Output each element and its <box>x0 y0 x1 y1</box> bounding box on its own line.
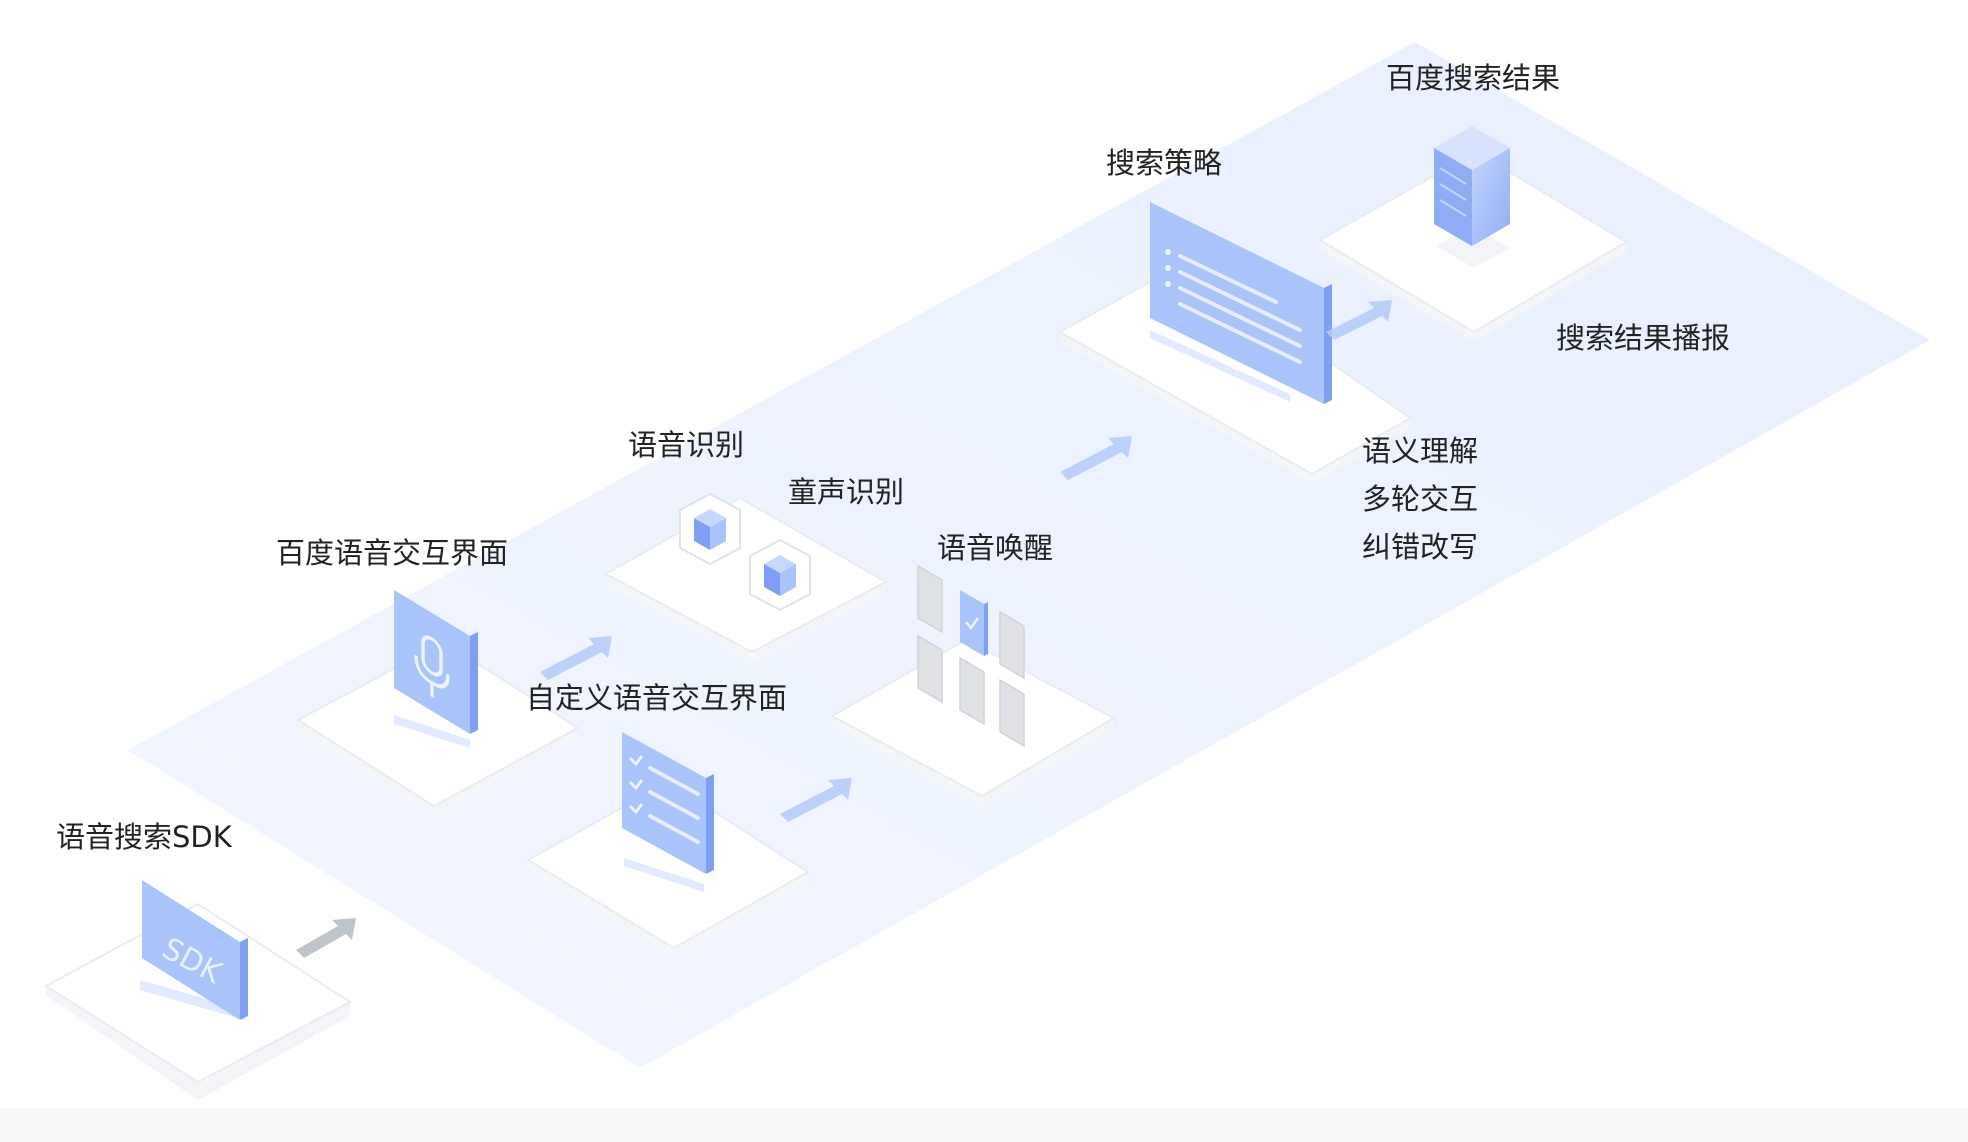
arrow-icon <box>1060 436 1132 480</box>
arrow-icon <box>780 778 852 822</box>
results-platform <box>1318 126 1630 342</box>
arrow-icon <box>296 918 356 958</box>
checklist-icon <box>628 755 700 844</box>
label-sdk: 语音搜索SDK <box>56 820 233 854</box>
custom-ui-device <box>622 732 714 874</box>
label-nlu: 语义理解 <box>1362 434 1478 468</box>
baidu-ui-device <box>394 590 478 734</box>
label-baidu-ui: 百度语音交互界面 <box>276 536 508 570</box>
label-strategy: 搜索策略 <box>1106 146 1222 180</box>
custom-ui-platform <box>526 732 812 958</box>
label-correction: 纠错改写 <box>1362 530 1478 564</box>
check-icon <box>965 617 980 631</box>
label-multi-turn: 多轮交互 <box>1362 482 1478 516</box>
label-child-asr: 童声识别 <box>788 475 904 509</box>
bottom-band <box>0 1108 1968 1142</box>
cube-icon <box>749 538 811 612</box>
cube-icon <box>679 492 741 566</box>
wakeup-panels <box>917 564 1025 748</box>
arrow-icon <box>1326 300 1392 340</box>
label-wakeup: 语音唤醒 <box>937 531 1053 565</box>
baidu-ui-platform <box>296 590 580 816</box>
wakeup-platform <box>829 564 1118 806</box>
sdk-platform: SDK <box>44 880 352 1100</box>
arrow-icon <box>540 636 612 680</box>
label-custom-ui: 自定义语音交互界面 <box>526 681 787 715</box>
strategy-platform <box>1057 202 1416 484</box>
server-icon <box>1434 126 1510 246</box>
label-results: 百度搜索结果 <box>1386 61 1560 95</box>
asr-platform <box>603 492 890 662</box>
strategy-device <box>1150 202 1332 404</box>
label-broadcast: 搜索结果播报 <box>1556 321 1730 355</box>
label-asr: 语音识别 <box>628 428 744 462</box>
microphone-icon <box>414 635 450 699</box>
